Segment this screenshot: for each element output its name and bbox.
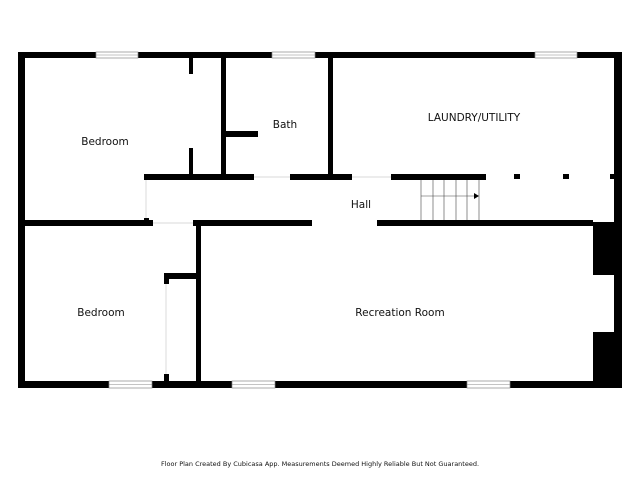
- door-openings: [145, 176, 391, 374]
- room-label-hall: Hall: [351, 199, 371, 211]
- room-label-laundry: LAUNDRY/UTILITY: [428, 112, 521, 124]
- room-label-bedroom-1: Bedroom: [81, 136, 129, 148]
- footer-disclaimer: Floor Plan Created By Cubicasa App. Meas…: [161, 460, 479, 468]
- stairs: [420, 180, 480, 220]
- room-label-bedroom-2: Bedroom: [77, 307, 125, 319]
- room-label-bath: Bath: [273, 119, 297, 131]
- stair-arrow-icon: [474, 193, 479, 199]
- walls: [18, 52, 622, 388]
- windows: [95, 51, 578, 389]
- room-label-recreation: Recreation Room: [355, 307, 444, 319]
